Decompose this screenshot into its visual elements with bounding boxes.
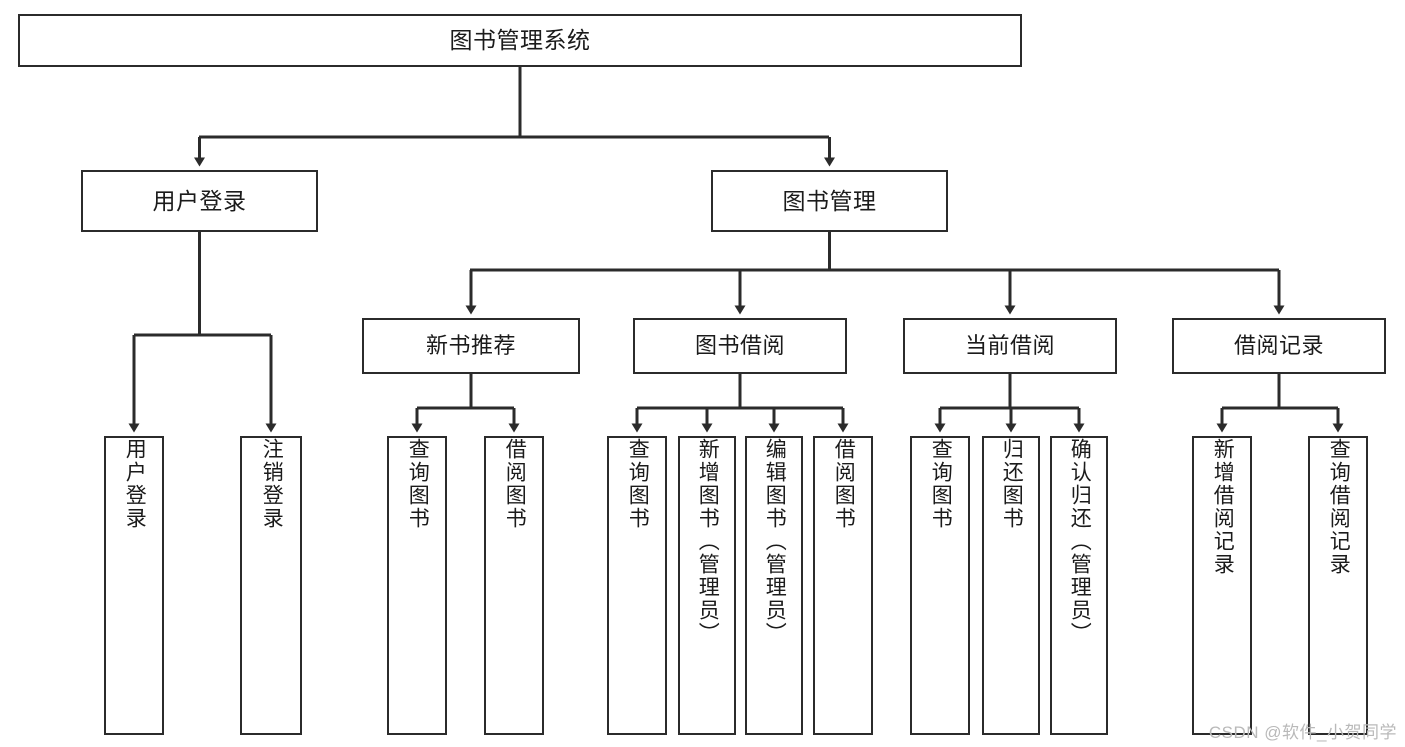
node-borrow-record-label: 借阅记录 <box>1233 333 1324 359</box>
csdn-watermark: CSDN @软件_小贺同学 <box>1208 723 1397 742</box>
node-leaf-add-record[interactable]: 新增借阅记录 <box>1192 436 1252 735</box>
node-leaf-confirm-return[interactable]: 确认归还（管理员） <box>1050 436 1108 735</box>
node-root[interactable]: 图书管理系统 <box>18 14 1022 67</box>
node-leaf-user-logout-label: 注销登录 <box>260 438 284 530</box>
node-leaf-borrow-book[interactable]: 借阅图书 <box>813 436 873 735</box>
node-new-book-rec-label: 新书推荐 <box>425 333 516 359</box>
node-leaf-borrow-book-rec[interactable]: 借阅图书 <box>484 436 544 735</box>
node-leaf-user-login-label: 用户登录 <box>123 438 147 530</box>
node-leaf-borrow-book-label: 借阅图书 <box>832 438 856 530</box>
node-leaf-query-book-current[interactable]: 查询图书 <box>910 436 970 735</box>
node-leaf-return-book[interactable]: 归还图书 <box>982 436 1040 735</box>
node-leaf-user-logout[interactable]: 注销登录 <box>240 436 302 735</box>
node-leaf-query-book-borrow[interactable]: 查询图书 <box>607 436 667 735</box>
node-current-borrow[interactable]: 当前借阅 <box>903 318 1117 374</box>
node-leaf-query-record[interactable]: 查询借阅记录 <box>1308 436 1368 735</box>
node-leaf-query-book-rec[interactable]: 查询图书 <box>387 436 447 735</box>
node-leaf-edit-book[interactable]: 编辑图书（管理员） <box>745 436 803 735</box>
node-borrow-record[interactable]: 借阅记录 <box>1172 318 1386 374</box>
node-leaf-confirm-return-label: 确认归还（管理员） <box>1068 438 1092 645</box>
node-leaf-add-book[interactable]: 新增图书（管理员） <box>678 436 736 735</box>
node-new-book-rec[interactable]: 新书推荐 <box>362 318 580 374</box>
node-current-borrow-label: 当前借阅 <box>964 333 1055 359</box>
node-user-login-label: 用户登录 <box>152 187 247 214</box>
node-leaf-add-book-label: 新增图书（管理员） <box>696 438 720 645</box>
node-leaf-user-login[interactable]: 用户登录 <box>104 436 164 735</box>
node-leaf-query-record-label: 查询借阅记录 <box>1327 438 1351 576</box>
node-leaf-edit-book-label: 编辑图书（管理员） <box>763 438 787 645</box>
node-book-borrow[interactable]: 图书借阅 <box>633 318 847 374</box>
node-book-manage[interactable]: 图书管理 <box>711 170 948 232</box>
node-leaf-return-book-label: 归还图书 <box>1000 438 1024 530</box>
node-leaf-add-record-label: 新增借阅记录 <box>1211 438 1235 576</box>
node-leaf-query-book-current-label: 查询图书 <box>929 438 953 530</box>
node-book-borrow-label: 图书借阅 <box>694 333 785 359</box>
node-user-login[interactable]: 用户登录 <box>81 170 318 232</box>
node-root-label: 图书管理系统 <box>449 27 591 54</box>
node-book-manage-label: 图书管理 <box>782 187 877 214</box>
node-leaf-query-book-borrow-label: 查询图书 <box>626 438 650 530</box>
node-leaf-query-book-rec-label: 查询图书 <box>406 438 430 530</box>
node-leaf-borrow-book-rec-label: 借阅图书 <box>503 438 527 530</box>
